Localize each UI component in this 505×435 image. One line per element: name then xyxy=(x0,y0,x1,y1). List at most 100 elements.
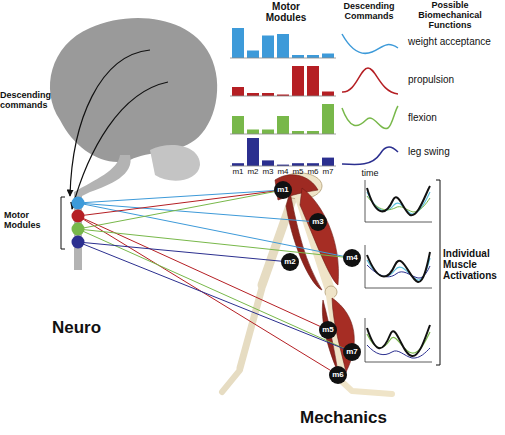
muscle-id: m7 xyxy=(346,348,358,356)
module-line xyxy=(78,229,352,352)
command-curve xyxy=(342,147,398,165)
bar xyxy=(307,131,319,134)
bar xyxy=(277,116,289,134)
foot xyxy=(338,378,392,394)
function-label: leg swing xyxy=(408,146,505,157)
bar xyxy=(292,55,304,58)
muscle-id: m3 xyxy=(312,218,324,226)
activation-curve xyxy=(367,192,430,214)
baseline xyxy=(230,96,336,97)
bar xyxy=(262,130,274,135)
bar xyxy=(247,93,259,96)
axis-label: time xyxy=(350,168,390,178)
plot-axis xyxy=(365,245,432,288)
muscle-marker: m4 xyxy=(343,249,361,267)
module-circle xyxy=(72,223,85,236)
column-header: Motor Modules xyxy=(262,1,310,23)
function-label: flexion xyxy=(408,112,505,123)
module-line xyxy=(78,216,338,375)
muscle-marker: m2 xyxy=(281,253,299,271)
bar xyxy=(307,163,319,166)
module-circle xyxy=(72,197,85,210)
bracket-label: Individual Muscle Activations xyxy=(443,248,505,282)
bar xyxy=(307,66,319,96)
muscle-id: m5 xyxy=(290,168,306,177)
activation-curve xyxy=(367,186,430,215)
muscle-id: m2 xyxy=(245,168,261,177)
annotation: Descending commands xyxy=(0,90,62,110)
bar xyxy=(232,87,244,96)
bar xyxy=(277,34,289,58)
annotation: Motor Modules xyxy=(4,210,56,230)
bar xyxy=(322,54,334,59)
muscle-id: m4 xyxy=(275,168,291,177)
bar xyxy=(262,160,274,166)
bar xyxy=(307,55,319,58)
descending-arrow xyxy=(72,82,168,209)
module-line xyxy=(78,229,352,258)
bar xyxy=(247,51,259,59)
muscle-id: m5 xyxy=(322,326,334,334)
baseline xyxy=(230,58,336,59)
module-line xyxy=(78,190,283,229)
function-label: propulsion xyxy=(408,74,505,85)
bar xyxy=(322,158,334,166)
baseline xyxy=(230,166,336,167)
muscle-id: m2 xyxy=(284,258,296,266)
bar xyxy=(292,131,304,134)
section-title: Mechanics xyxy=(300,408,420,427)
muscle-marker: m3 xyxy=(309,213,327,231)
bar xyxy=(322,104,334,134)
muscle-marker: m7 xyxy=(343,343,361,361)
bar xyxy=(292,163,304,166)
section-title: Neuro xyxy=(52,318,142,337)
muscle-id: m6 xyxy=(332,371,344,379)
module-line xyxy=(78,242,352,352)
muscle-id: m1 xyxy=(277,186,289,194)
muscle-id: m3 xyxy=(260,168,276,177)
muscle-id: m4 xyxy=(346,254,358,262)
column-header: Possible Biomechanical Functions xyxy=(410,0,490,30)
muscle-id: m1 xyxy=(230,168,246,177)
muscle-marker: m1 xyxy=(274,181,292,199)
function-label: weight acceptance xyxy=(408,36,505,47)
muscle xyxy=(275,175,318,200)
bar xyxy=(232,116,244,134)
plot-axis xyxy=(365,180,432,222)
muscle xyxy=(300,188,339,285)
bracket xyxy=(436,180,440,365)
module-line xyxy=(78,190,283,203)
brain-cerebellum xyxy=(150,145,200,181)
bar xyxy=(232,28,244,58)
bar xyxy=(262,93,274,96)
column-header: Descending Commands xyxy=(336,1,402,21)
bracket xyxy=(61,197,65,249)
bar xyxy=(322,92,334,97)
bar xyxy=(247,130,259,135)
muscle-marker: m5 xyxy=(319,321,337,339)
muscle-id: m6 xyxy=(305,168,321,177)
command-curve xyxy=(342,106,398,129)
bar xyxy=(247,138,259,166)
muscle xyxy=(286,192,322,290)
bar xyxy=(262,36,274,59)
command-curve xyxy=(342,34,398,53)
module-circle xyxy=(72,236,85,249)
module-line xyxy=(78,242,290,262)
bone xyxy=(222,370,240,392)
plot-axis xyxy=(365,318,432,362)
descending-arrow xyxy=(70,50,150,196)
command-curve xyxy=(342,68,398,94)
module-circle xyxy=(72,210,85,223)
bone xyxy=(240,288,262,368)
muscle-id: m7 xyxy=(320,168,336,177)
bar xyxy=(292,66,304,96)
brain-cerebrum xyxy=(50,18,217,162)
activation-curve xyxy=(367,252,430,282)
activation-curve xyxy=(367,325,430,356)
baseline xyxy=(230,134,336,135)
module-line xyxy=(78,190,283,216)
bar xyxy=(232,163,244,166)
